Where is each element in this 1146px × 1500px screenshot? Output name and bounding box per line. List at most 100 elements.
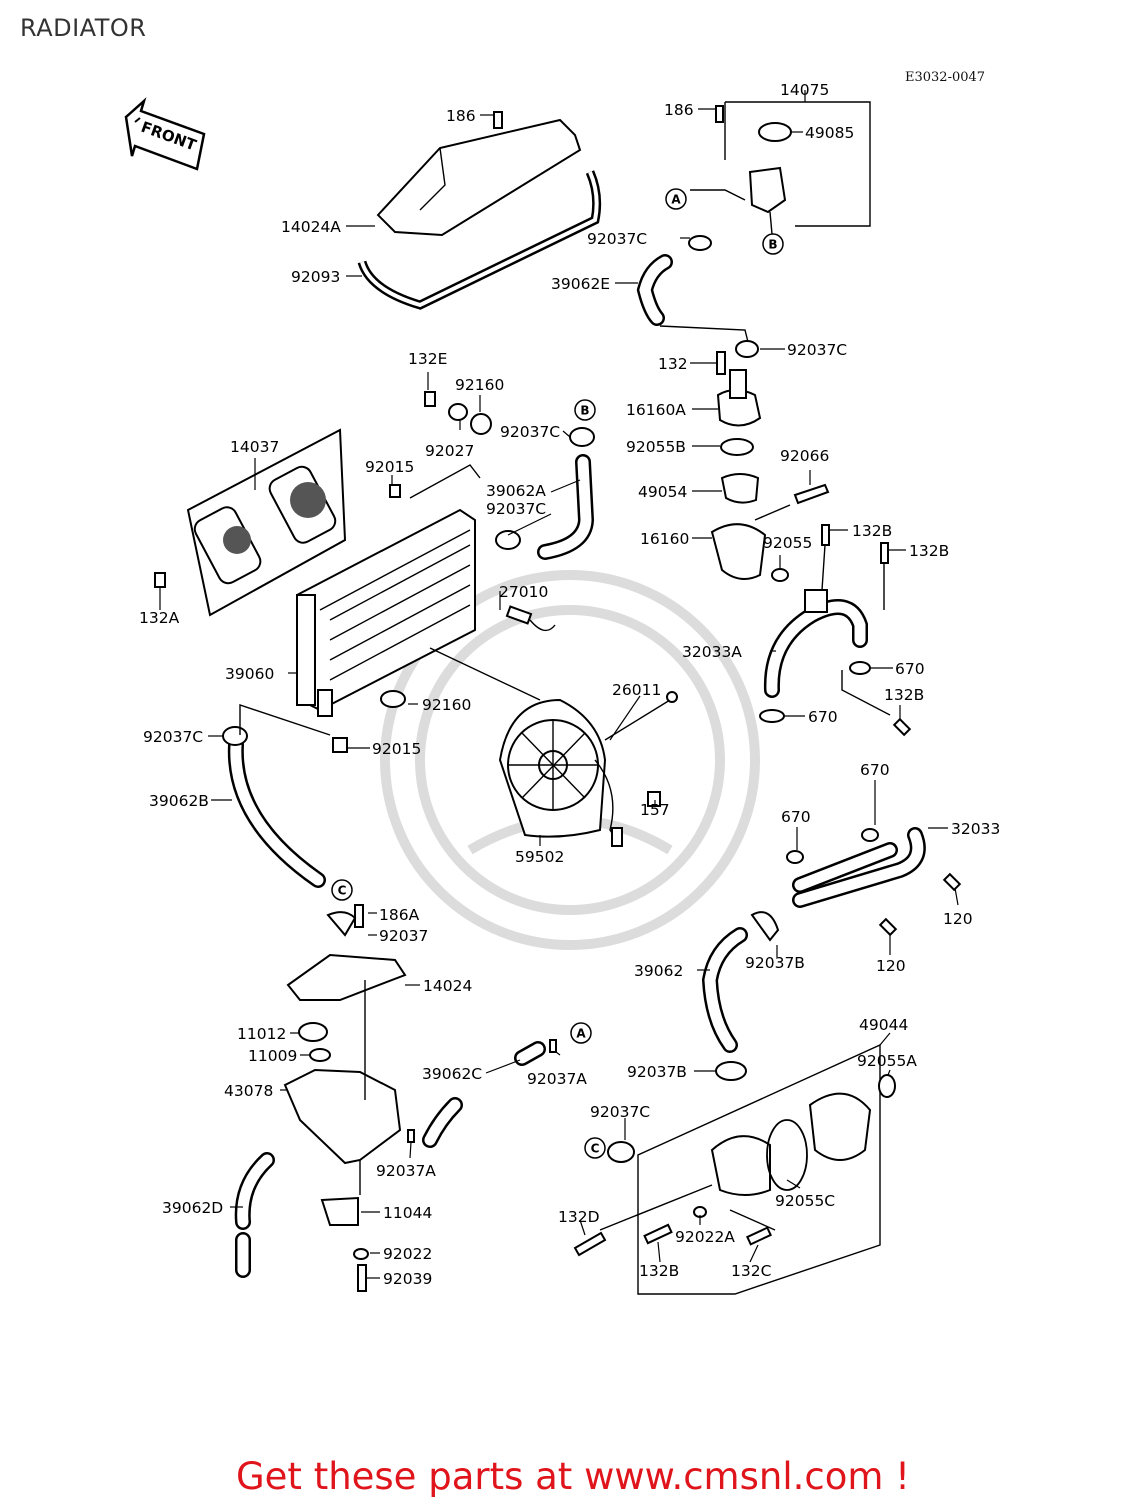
label-39062E: 39062E — [551, 275, 610, 293]
label-49054: 49054 — [638, 483, 687, 501]
svg-text:B: B — [768, 238, 777, 252]
label-92037A-1: 92037A — [527, 1070, 587, 1088]
hose-39062A — [537, 454, 595, 560]
label-92037C-3: 92037C — [500, 423, 560, 441]
radiator-core — [295, 484, 476, 753]
label-132C: 132C — [731, 1262, 771, 1280]
label-32033: 32033 — [951, 820, 1000, 838]
label-186A: 186A — [379, 906, 420, 924]
label-92037: 92037 — [379, 927, 428, 945]
label-120-2: 120 — [876, 957, 906, 975]
label-92027: 92027 — [425, 442, 474, 460]
leader-lines — [159, 90, 959, 1279]
hose-39062D — [234, 1152, 275, 1278]
hose-39062B — [222, 704, 331, 888]
label-92055: 92055 — [763, 534, 812, 552]
water-pipe-32033A — [759, 524, 912, 737]
label-11012: 11012 — [237, 1025, 286, 1043]
label-186-cap: 186 — [664, 101, 694, 119]
label-670-2: 670 — [808, 708, 838, 726]
label-92037C-2: 92037C — [787, 341, 847, 359]
label-49044: 49044 — [859, 1016, 908, 1034]
callout-a-top: A — [665, 188, 687, 210]
label-39060: 39060 — [225, 665, 274, 683]
label-92037C-6: 92037C — [590, 1103, 650, 1121]
reservoir-cover — [286, 904, 407, 1001]
label-92037B-2: 92037B — [627, 1063, 687, 1081]
filler-neck-assembly — [690, 101, 871, 235]
footer-promo-text: Get these parts at www.cmsnl.com ! — [235, 1455, 910, 1498]
label-92037A-2: 92037A — [376, 1162, 436, 1180]
label-670-4: 670 — [781, 808, 811, 826]
label-186-top: 186 — [446, 107, 476, 125]
fan-shroud — [154, 428, 347, 617]
label-132B-3: 132B — [884, 686, 924, 704]
label-92022A: 92022A — [675, 1228, 735, 1246]
label-670-3: 670 — [860, 761, 890, 779]
label-26011: 26011 — [612, 681, 661, 699]
label-132D: 132D — [558, 1208, 600, 1226]
label-120-1: 120 — [943, 910, 973, 928]
label-16160: 16160 — [640, 530, 689, 548]
temperature-sensor-27010 — [505, 605, 556, 632]
label-14024: 14024 — [423, 977, 472, 995]
hose-39062C — [407, 1039, 557, 1148]
label-27010: 27010 — [499, 583, 548, 601]
label-39062D: 39062D — [162, 1199, 223, 1217]
label-11009: 11009 — [248, 1047, 297, 1065]
label-132B-4: 132B — [639, 1262, 679, 1280]
label-92015-1: 92015 — [365, 458, 414, 476]
page-title: RADIATOR — [20, 14, 147, 42]
label-157: 157 — [640, 801, 670, 819]
water-pump-assembly — [573, 1043, 896, 1295]
label-39062A: 39062A — [486, 482, 546, 500]
svg-text:C: C — [591, 1142, 600, 1156]
callout-b-mid: B — [574, 399, 596, 421]
label-132B-2: 132B — [909, 542, 949, 560]
label-92022: 92022 — [383, 1245, 432, 1263]
cooling-fan — [498, 691, 678, 847]
label-92037C-1: 92037C — [587, 230, 647, 248]
mounting-grommets — [409, 391, 595, 701]
hose-39062E — [636, 235, 759, 358]
label-59502: 59502 — [515, 848, 564, 866]
label-92055B: 92055B — [626, 438, 686, 456]
callout-b-top: B — [762, 233, 784, 255]
label-43078: 43078 — [224, 1082, 273, 1100]
label-16160A: 16160A — [626, 401, 686, 419]
label-92037B-1: 92037B — [745, 954, 805, 972]
label-92055C: 92055C — [775, 1192, 835, 1210]
svg-text:A: A — [576, 1027, 586, 1041]
label-14075: 14075 — [780, 81, 829, 99]
label-49085: 49085 — [805, 124, 854, 142]
label-39062B: 39062B — [149, 792, 209, 810]
label-92015-2: 92015 — [372, 740, 421, 758]
label-92160-1: 92160 — [455, 376, 504, 394]
label-11044: 11044 — [383, 1204, 432, 1222]
label-132A: 132A — [139, 609, 180, 627]
svg-text:C: C — [338, 884, 347, 898]
label-92037C-5: 92037C — [143, 728, 203, 746]
svg-text:B: B — [580, 404, 589, 418]
water-pipe-32033 — [786, 827, 962, 937]
radiator-top-cover — [376, 111, 582, 237]
label-132E: 132E — [408, 350, 447, 368]
label-92160-2: 92160 — [422, 696, 471, 714]
front-arrow-icon: FRONT — [124, 97, 206, 171]
label-92055A: 92055A — [857, 1052, 917, 1070]
label-92066: 92066 — [780, 447, 829, 465]
callout-c-bottom: C — [584, 1137, 606, 1159]
diagram-code: E3032-0047 — [905, 70, 986, 85]
label-670-1: 670 — [895, 660, 925, 678]
reservoir-tank — [283, 980, 402, 1292]
callout-c-mid: C — [331, 879, 353, 901]
svg-text:A: A — [671, 193, 681, 207]
label-14037: 14037 — [230, 438, 279, 456]
callout-a-bottom: A — [570, 1022, 592, 1044]
thermostat-housing-group — [710, 351, 830, 582]
label-32033A: 32033A — [682, 643, 742, 661]
label-39062C: 39062C — [422, 1065, 482, 1083]
radiator-seal-strip — [357, 170, 602, 310]
label-92093: 92093 — [291, 268, 340, 286]
